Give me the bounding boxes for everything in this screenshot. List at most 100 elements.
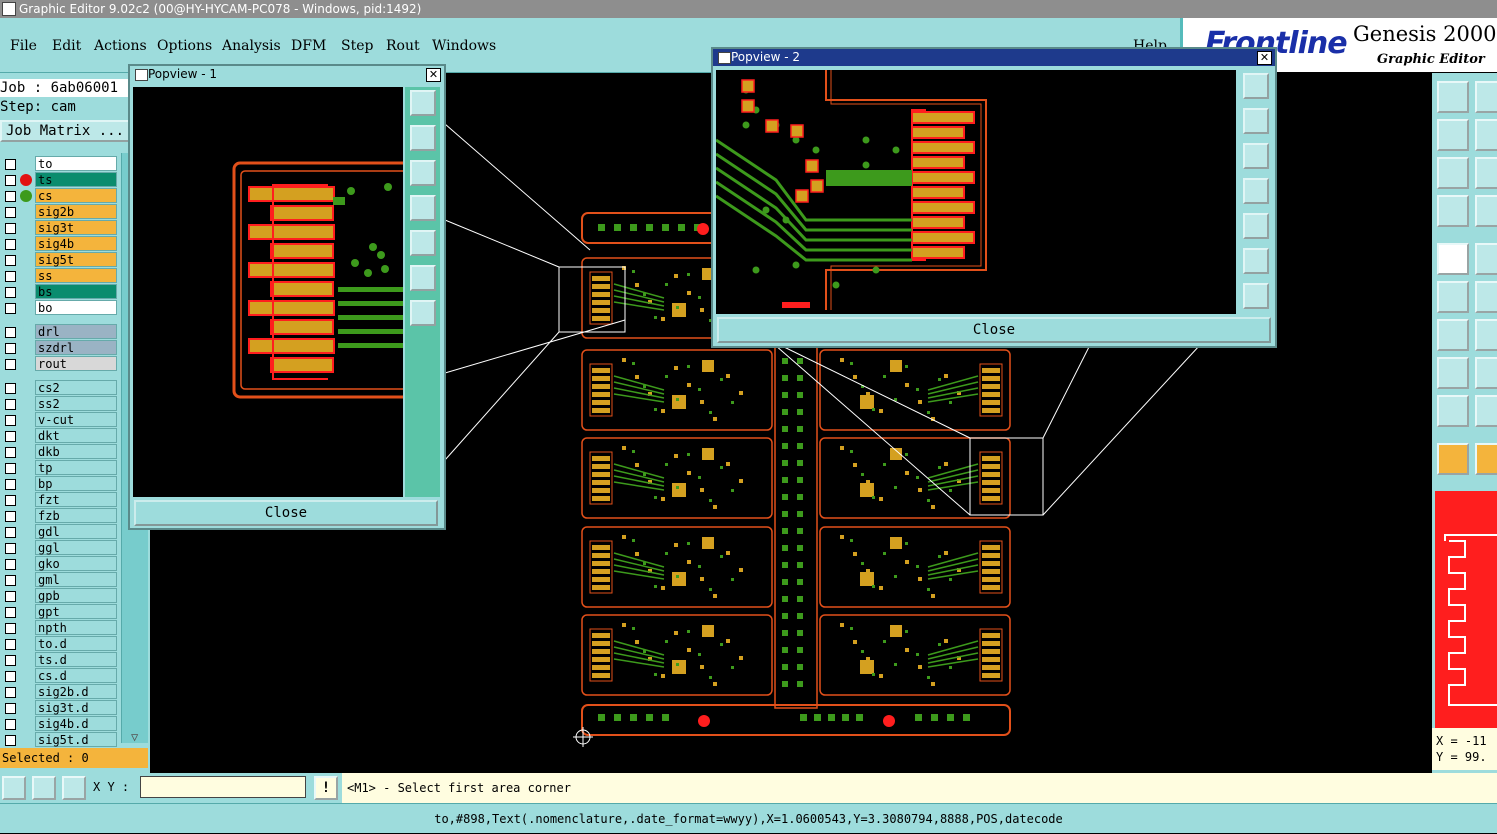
layer-name[interactable]: dkt: [35, 428, 117, 443]
menu-file[interactable]: File: [10, 38, 37, 54]
layer-row[interactable]: cs: [0, 188, 122, 204]
popview-2-close-button[interactable]: Close: [717, 317, 1271, 343]
layer-row[interactable]: dkb: [0, 444, 122, 460]
layer-row[interactable]: cs.d: [0, 668, 122, 684]
layer-row[interactable]: tp: [0, 460, 122, 476]
layer-checkbox[interactable]: [5, 359, 16, 370]
layer-checkbox[interactable]: [5, 607, 16, 618]
layer-name[interactable]: to: [35, 156, 117, 171]
layer-checkbox[interactable]: [5, 719, 16, 730]
layer-checkbox[interactable]: [5, 463, 16, 474]
layer-checkbox[interactable]: [5, 687, 16, 698]
layer-row[interactable]: szdrl: [0, 340, 122, 356]
layer-name[interactable]: rout: [35, 356, 117, 371]
layer-name[interactable]: fzb: [35, 508, 117, 523]
zoom-out-icon[interactable]: [410, 300, 436, 326]
layer-checkbox[interactable]: [5, 431, 16, 442]
layer-name[interactable]: cs.d: [35, 668, 117, 683]
close-icon[interactable]: ✕: [1257, 51, 1272, 65]
layer-row[interactable]: ggl: [0, 540, 122, 556]
layer-name[interactable]: sig5t: [35, 252, 117, 267]
layer-row[interactable]: gpt: [0, 604, 122, 620]
zoom-area-icon[interactable]: [2, 776, 26, 800]
surface-icon[interactable]: [1475, 395, 1497, 427]
menu-analysis[interactable]: Analysis: [222, 38, 281, 54]
pan-down-icon[interactable]: [410, 160, 436, 186]
fit-icon[interactable]: [1437, 157, 1469, 189]
close-icon[interactable]: ✕: [426, 68, 441, 82]
polygon-icon[interactable]: [1437, 395, 1469, 427]
layer-row[interactable]: ts.d: [0, 652, 122, 668]
snap-icon[interactable]: [1437, 81, 1469, 113]
layer-checkbox[interactable]: [5, 159, 16, 170]
layer-checkbox[interactable]: [5, 623, 16, 634]
layer-checkbox[interactable]: [5, 383, 16, 394]
pan-up-icon[interactable]: [410, 125, 436, 151]
layer-checkbox[interactable]: [5, 239, 16, 250]
layer-name[interactable]: dkb: [35, 444, 117, 459]
menu-options[interactable]: Options: [157, 38, 213, 54]
layer-row[interactable]: sig5t: [0, 252, 122, 268]
layer-row[interactable]: sig4b: [0, 236, 122, 252]
layer-name[interactable]: sig4b: [35, 236, 117, 251]
feature-select-icon[interactable]: [1437, 243, 1469, 275]
menu-edit[interactable]: Edit: [52, 38, 82, 54]
layer-checkbox[interactable]: [5, 415, 16, 426]
layer-name[interactable]: szdrl: [35, 340, 117, 355]
pan-left-icon[interactable]: [1243, 178, 1269, 204]
layer-checkbox[interactable]: [5, 223, 16, 234]
menu-windows[interactable]: Windows: [432, 38, 497, 54]
layer-name[interactable]: gko: [35, 556, 117, 571]
layer-row[interactable]: bp: [0, 476, 122, 492]
zoom-window-icon[interactable]: [1437, 119, 1469, 151]
layer-name[interactable]: gml: [35, 572, 117, 587]
job-matrix-button[interactable]: Job Matrix ...: [0, 120, 130, 142]
layer-checkbox[interactable]: [5, 527, 16, 538]
ruler-icon[interactable]: [1475, 195, 1497, 227]
arc-icon[interactable]: [1475, 357, 1497, 389]
layer-checkbox[interactable]: [5, 399, 16, 410]
layer-row[interactable]: sig3t: [0, 220, 122, 236]
menu-dfm[interactable]: DFM: [291, 38, 327, 54]
layer-checkbox[interactable]: [5, 655, 16, 666]
layer-row[interactable]: ss: [0, 268, 122, 284]
layer-row[interactable]: npth: [0, 620, 122, 636]
menu-rout[interactable]: Rout: [386, 38, 420, 54]
layer-row[interactable]: gml: [0, 572, 122, 588]
pan-left-icon[interactable]: [410, 195, 436, 221]
layer-checkbox[interactable]: [5, 343, 16, 354]
layer-row[interactable]: sig2b.d: [0, 684, 122, 700]
zoom-in-icon[interactable]: [410, 265, 436, 291]
pan-right-icon[interactable]: [410, 230, 436, 256]
layer-checkbox[interactable]: [5, 191, 16, 202]
layer-name[interactable]: fzt: [35, 492, 117, 507]
draw-line-icon[interactable]: [1475, 319, 1497, 351]
layer-name[interactable]: cs2: [35, 380, 117, 395]
layer-row[interactable]: fzt: [0, 492, 122, 508]
zoom-home-icon[interactable]: [1243, 73, 1269, 99]
layer-row[interactable]: sig5t.d: [0, 732, 122, 748]
grid-icon[interactable]: [1475, 157, 1497, 189]
layer-name[interactable]: bp: [35, 476, 117, 491]
layer-row[interactable]: bs: [0, 284, 122, 300]
line-tool-icon[interactable]: [1475, 243, 1497, 275]
layer-checkbox[interactable]: [5, 495, 16, 506]
layer-checkbox[interactable]: [5, 511, 16, 522]
layer-name[interactable]: to.d: [35, 636, 117, 651]
layer-name[interactable]: ss2: [35, 396, 117, 411]
cross-icon[interactable]: [1475, 281, 1497, 313]
layer-name[interactable]: drl: [35, 324, 117, 339]
menu-step[interactable]: Step: [341, 38, 374, 54]
layer-row[interactable]: sig2b: [0, 204, 122, 220]
layer-checkbox[interactable]: [5, 287, 16, 298]
layer-row[interactable]: gpb: [0, 588, 122, 604]
zoom-in-icon[interactable]: [1243, 248, 1269, 274]
layer-checkbox[interactable]: [5, 479, 16, 490]
layer-checkbox[interactable]: [5, 575, 16, 586]
layer-checkbox[interactable]: [5, 559, 16, 570]
layer-name[interactable]: sig3t.d: [35, 700, 117, 715]
popview-1-close-button[interactable]: Close: [134, 500, 438, 526]
popview-2-canvas[interactable]: [716, 70, 1236, 314]
layer-checkbox[interactable]: [5, 207, 16, 218]
layer-name[interactable]: sig2b.d: [35, 684, 117, 699]
